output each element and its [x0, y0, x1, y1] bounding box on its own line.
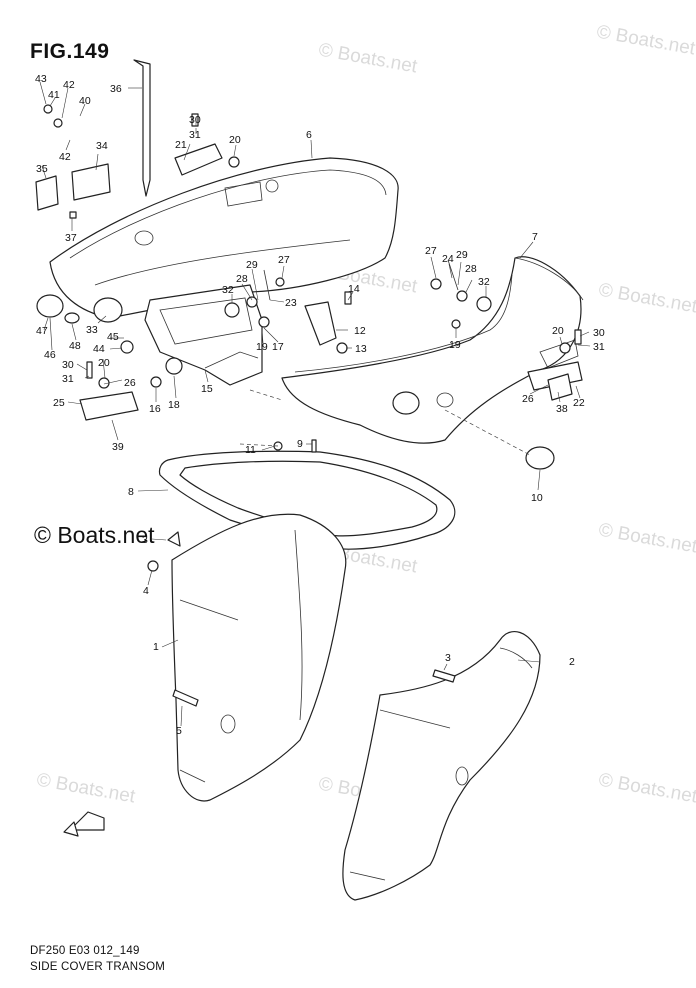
callout-43: 43 [35, 73, 47, 85]
callout-28: 28 [236, 273, 248, 285]
spring-washer-right-part[interactable] [430, 259, 492, 329]
spring-washer-left-part[interactable] [224, 269, 285, 328]
callout-13: 13 [355, 343, 367, 355]
callout-18: 18 [168, 399, 180, 411]
callout-21: 21 [175, 139, 187, 151]
screws-part[interactable] [147, 439, 456, 707]
callout-26: 26 [522, 393, 534, 405]
callout-28: 28 [465, 263, 477, 275]
callout-8: 8 [128, 486, 134, 498]
callout-19: 19 [449, 339, 461, 351]
upper-side-cover-right-part[interactable] [281, 256, 584, 444]
callout-3: 3 [142, 534, 148, 546]
callout-31: 31 [593, 341, 605, 353]
grommet-left-part[interactable] [36, 294, 183, 388]
callout-12: 12 [354, 325, 366, 337]
callout-29: 29 [456, 249, 468, 261]
callout-26: 26 [124, 377, 136, 389]
model-code: DF250 E03 012_149 [30, 945, 140, 957]
callout-29: 29 [246, 259, 258, 271]
callout-31: 31 [62, 373, 74, 385]
callout-7: 7 [532, 231, 538, 243]
callout-42: 42 [63, 79, 75, 91]
callout-5: 5 [176, 725, 182, 737]
callout-2: 2 [569, 656, 575, 668]
callout-27: 27 [278, 254, 290, 266]
callout-20: 20 [552, 325, 564, 337]
lock-assembly-part[interactable] [35, 104, 111, 219]
callout-25: 25 [53, 397, 65, 409]
hook-part[interactable] [304, 291, 352, 354]
callout-46: 46 [44, 349, 56, 361]
latch-handle-part[interactable] [174, 113, 240, 176]
callout-6: 6 [306, 129, 312, 141]
callout-41: 41 [48, 89, 60, 101]
callout-36: 36 [110, 83, 122, 95]
callout-45: 45 [107, 331, 119, 343]
figure-caption: SIDE COVER TRANSOM [30, 961, 166, 973]
callout-24: 24 [442, 253, 454, 265]
upper-side-cover-left-part[interactable] [49, 157, 399, 319]
leader-lines [39, 81, 591, 727]
rod-part[interactable] [133, 59, 151, 197]
callout-labels: 1 2 3 3 4 5 6 7 8 9 10 11 12 13 14 15 16… [35, 73, 605, 737]
callout-33: 33 [86, 324, 98, 336]
callout-32: 32 [478, 276, 490, 288]
watermark-logo: © Boats.net [34, 522, 155, 548]
latch-lever-left-part[interactable] [79, 361, 139, 421]
callout-40: 40 [79, 95, 91, 107]
callout-10: 10 [531, 492, 543, 504]
callout-19: 19 [256, 341, 268, 353]
callout-11: 11 [245, 444, 256, 456]
callout-20: 20 [98, 357, 110, 369]
callout-30: 30 [189, 114, 201, 126]
callout-20: 20 [229, 134, 241, 146]
callout-35: 35 [36, 163, 48, 175]
callout-39: 39 [112, 441, 124, 453]
callout-34: 34 [96, 140, 108, 152]
callout-3: 3 [445, 652, 451, 664]
callout-4: 4 [143, 585, 149, 597]
grommet-part[interactable] [525, 446, 555, 470]
callout-44: 44 [93, 343, 105, 355]
lower-side-cover-right-part[interactable] [342, 631, 541, 901]
callout-47: 47 [36, 325, 48, 337]
callout-17: 17 [272, 341, 284, 353]
callout-15: 15 [201, 383, 213, 395]
forward-arrow-icon [63, 811, 105, 837]
seal-frame-part[interactable] [158, 450, 456, 550]
callout-1: 1 [153, 641, 159, 653]
figure-title: FIG.149 [30, 40, 110, 63]
callout-30: 30 [593, 327, 605, 339]
callout-22: 22 [573, 397, 585, 409]
callout-14: 14 [348, 283, 360, 295]
callout-16: 16 [149, 403, 161, 415]
callout-30: 30 [62, 359, 74, 371]
latch-right-part[interactable] [527, 329, 583, 401]
callout-32: 32 [222, 284, 234, 296]
callout-31: 31 [189, 129, 201, 141]
callout-9: 9 [297, 438, 303, 450]
bracket-part[interactable] [144, 284, 263, 386]
callout-27: 27 [425, 245, 437, 257]
lower-side-cover-left-part[interactable] [171, 513, 347, 802]
callout-42: 42 [59, 151, 71, 163]
callout-48: 48 [69, 340, 81, 352]
callout-23: 23 [285, 297, 297, 309]
callout-38: 38 [556, 403, 568, 415]
callout-37: 37 [65, 232, 77, 244]
